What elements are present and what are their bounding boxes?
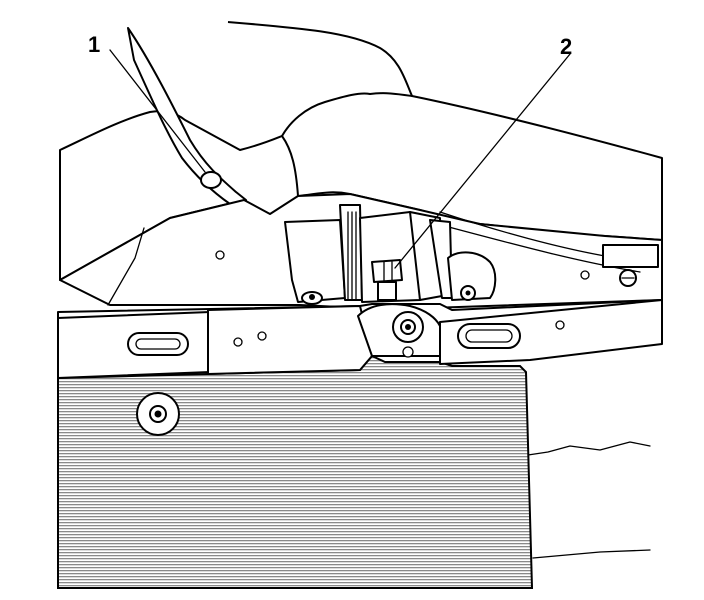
right-bracket	[447, 244, 659, 301]
panel-fastener-left	[136, 392, 180, 436]
latch-bracket	[284, 204, 453, 303]
callout-1-label: 1	[88, 32, 100, 57]
support-rail	[57, 299, 663, 379]
bolt-2	[371, 259, 403, 301]
lower-panel	[57, 354, 651, 589]
callout-leaders	[109, 49, 571, 269]
center-fastener	[357, 303, 441, 358]
callout-2-label: 2	[560, 34, 572, 59]
nut-left	[301, 291, 323, 305]
